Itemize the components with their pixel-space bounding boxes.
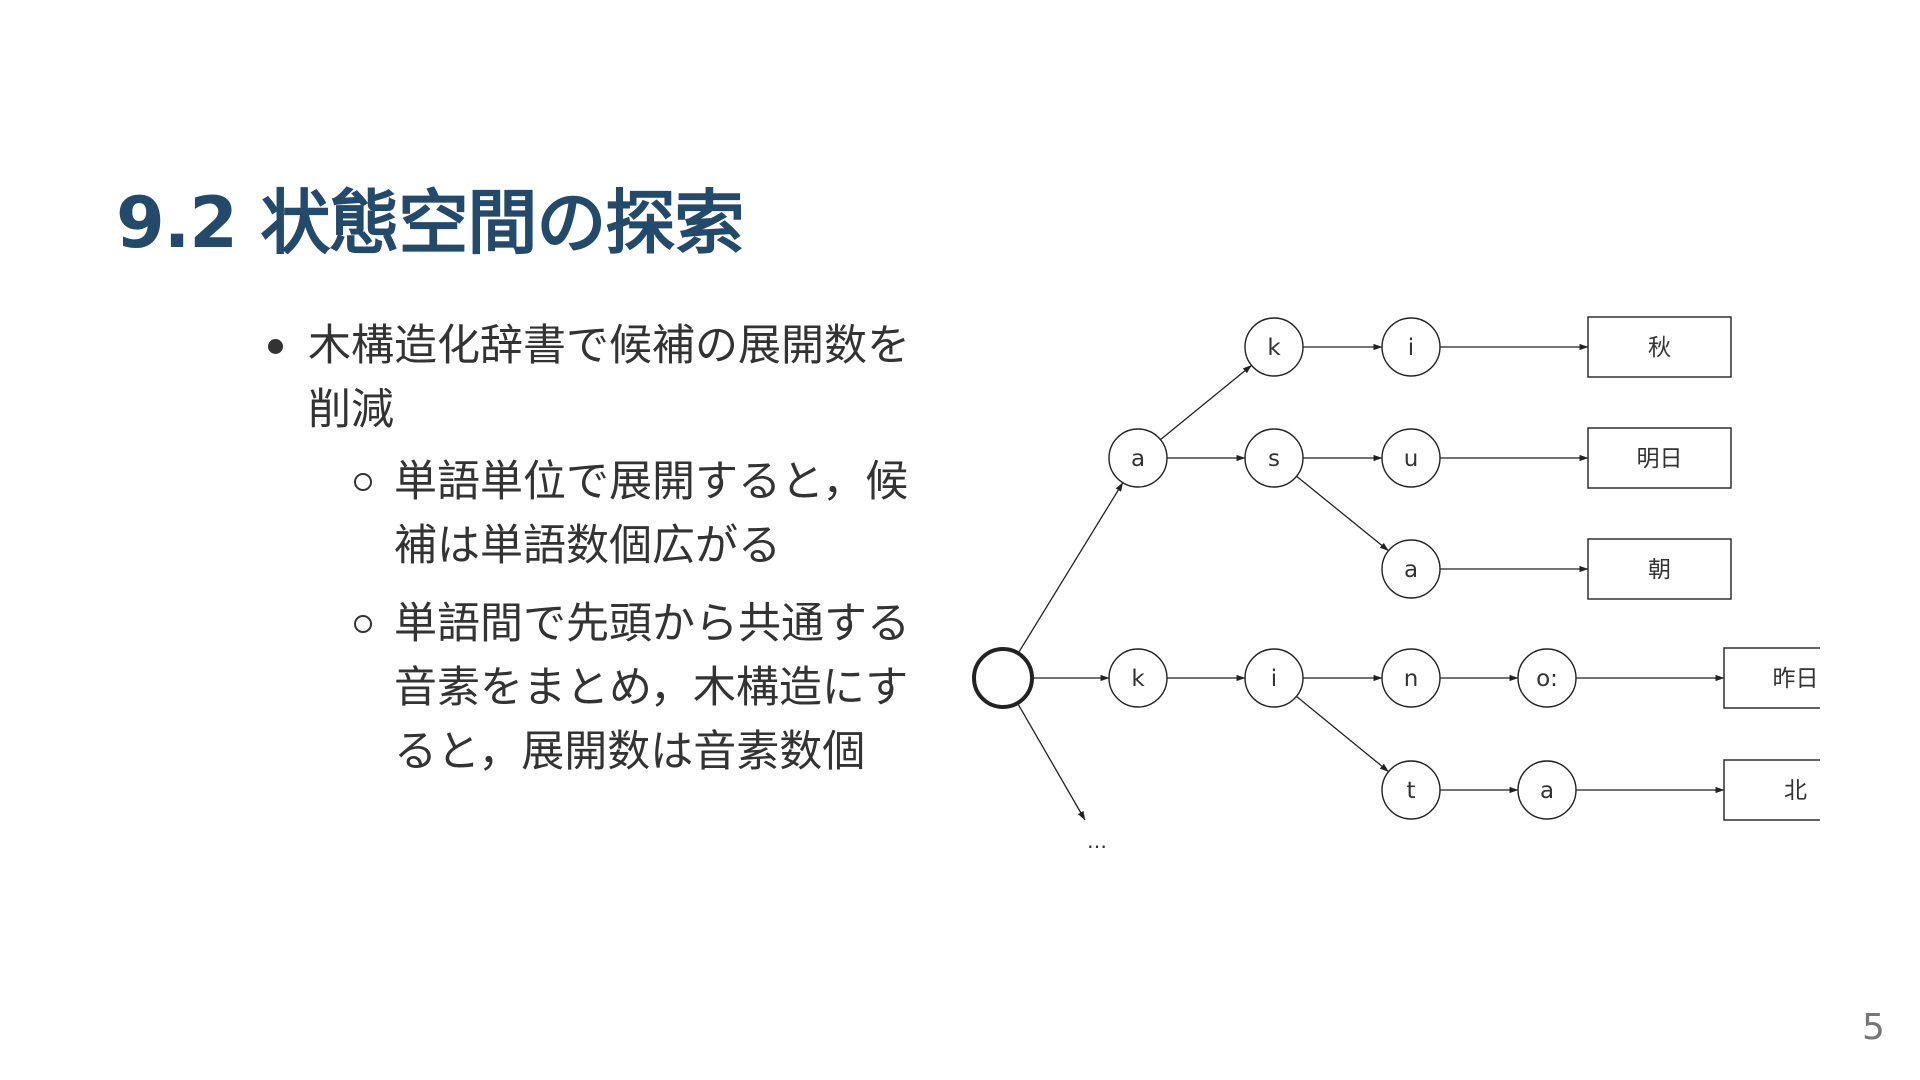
phoneme-node: t [1381,760,1441,820]
slide-title: 9.2 状態空間の探索 [116,182,744,264]
phoneme-label: t [1406,778,1415,804]
node-circle [1244,317,1304,377]
phoneme-node: k [1244,317,1304,377]
sub-bullet-text: 単語間で先頭から共通する音素をまとめ，木構造にすると，展開数は音素数個 [394,599,910,777]
continuation-ellipsis: … [1087,829,1107,853]
phoneme-node: a [1108,428,1168,488]
node-circle [1381,539,1441,599]
phoneme-label: a [1540,778,1554,804]
node-circle [1108,428,1168,488]
phoneme-label: u [1404,446,1419,472]
node-circle [1108,648,1168,708]
phoneme-node: a [1381,539,1441,599]
phoneme-node: n [1381,648,1441,708]
node-circle [1244,428,1304,488]
node-circle [1517,760,1577,820]
node-circle [1381,317,1441,377]
phoneme-label: k [1267,335,1281,361]
edge-arrow-s1-a2 [1296,475,1389,552]
sub-bullet-item: 単語単位で展開すると，候補は単語数個広がる [352,450,922,578]
edge-arrow-root-a1 [1018,482,1124,652]
phoneme-node: o: [1517,648,1577,708]
edge-layer [1017,343,1725,821]
phoneme-label: a [1131,446,1145,472]
word-label: 昨日 [1773,666,1819,692]
word-box: 秋 [1587,316,1732,378]
hollow-bullet-icon [354,615,372,633]
word-label: 北 [1784,778,1807,804]
word-box-frame [1723,759,1820,821]
word-box-frame [1723,647,1820,709]
node-circle [1517,648,1577,708]
word-box: 北 [1723,759,1820,821]
word-box-frame [1587,427,1732,489]
node-circle [1381,648,1441,708]
phoneme-label: a [1404,557,1418,583]
word-label: 秋 [1648,335,1671,361]
node-circle [972,647,1034,709]
node-layer: a k i s u a k i n o: t a 秋明日朝昨日北 … [972,316,1820,853]
bullet-item: 木構造化辞書で候補の展開数を削減 [262,314,922,442]
bullet-dot-icon [268,339,283,354]
sub-bullet-item: 単語間で先頭から共通する音素をまとめ，木構造にすると，展開数は音素数個 [352,592,922,784]
word-box: 昨日 [1723,647,1820,709]
phoneme-label: k [1131,666,1145,692]
phoneme-label: i [1271,666,1277,692]
phoneme-label: i [1408,335,1414,361]
phoneme-label: s [1268,446,1280,472]
root-node [972,647,1034,709]
phoneme-label: o: [1536,666,1558,692]
tree-dictionary-diagram: a k i s u a k i n o: t a 秋明日朝昨日北 … [972,316,1820,853]
edge-arrow-i2-t1 [1296,695,1389,773]
edge-arrow-a1-k1 [1160,364,1252,441]
sub-bullet-text: 単語単位で展開すると，候補は単語数個広がる [394,457,909,571]
phoneme-node: a [1517,760,1577,820]
node-circle [1244,648,1304,708]
phoneme-node: s [1244,428,1304,488]
phoneme-node: u [1381,428,1441,488]
hollow-bullet-icon [354,473,372,491]
edge-arrow-root-more [1017,704,1086,821]
page-number: 5 [1862,1007,1885,1048]
node-circle [1381,760,1441,820]
phoneme-node: i [1244,648,1304,708]
bullet-text: 木構造化辞書で候補の展開数を削減 [308,321,910,435]
phoneme-node: k [1108,648,1168,708]
bullet-list: 木構造化辞書で候補の展開数を削減 単語単位で展開すると，候補は単語数個広がる 単… [262,314,922,784]
word-label: 朝 [1648,557,1671,583]
word-box-frame [1587,316,1732,378]
word-box-frame [1587,538,1732,600]
word-label: 明日 [1637,446,1683,472]
node-circle [1381,428,1441,488]
phoneme-label: n [1404,666,1419,692]
phoneme-node: i [1381,317,1441,377]
word-box: 朝 [1587,538,1732,600]
word-box: 明日 [1587,427,1732,489]
